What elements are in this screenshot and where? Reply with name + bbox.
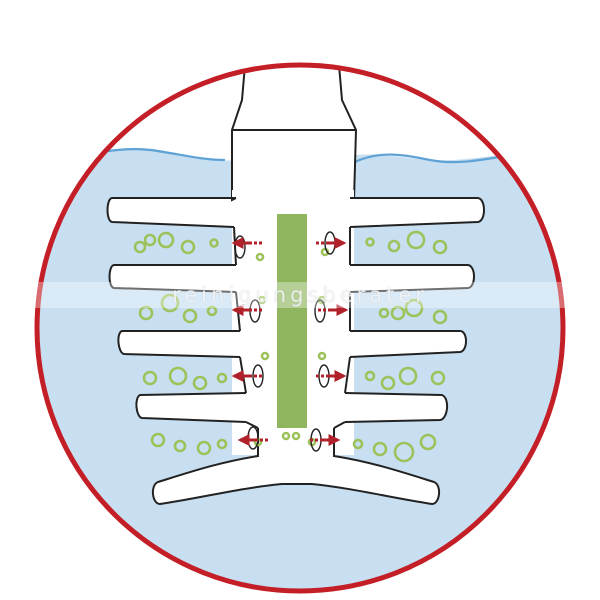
blade-right-4: [344, 392, 448, 423]
air-bubble-icon: [317, 351, 327, 361]
air-bubble-icon: [419, 433, 437, 451]
air-bubble-icon: [406, 230, 426, 250]
air-bubble-icon: [398, 366, 418, 386]
air-bubble-icon: [168, 366, 188, 386]
air-bubble-icon: [372, 441, 388, 457]
swirl-icon: [252, 364, 264, 388]
blade-right-3: [349, 330, 467, 358]
air-bubble-icon: [133, 240, 147, 254]
air-bubble-icon: [143, 233, 157, 247]
air-bubble-icon: [206, 305, 218, 317]
blade-left-1: [106, 197, 236, 228]
air-bubble-icon: [365, 237, 375, 247]
air-bubble-icon: [393, 441, 415, 463]
air-bubble-icon: [432, 239, 448, 255]
air-bubble-icon: [173, 439, 187, 453]
air-bubble-icon: [150, 432, 166, 448]
air-bubble-icon: [291, 431, 301, 441]
blade-left-4: [135, 392, 247, 423]
blade-left-3: [117, 330, 241, 358]
flow-arrows: [231, 237, 349, 446]
air-bubble-icon: [180, 239, 196, 255]
brush-blades: [106, 197, 485, 506]
blade-bottom: [152, 428, 440, 506]
air-bubble-icon: [192, 375, 208, 391]
air-bubble-icon: [364, 370, 376, 382]
air-bubble-icon: [430, 370, 446, 386]
air-bubble-icon: [255, 252, 265, 262]
air-bubble-icon: [216, 372, 228, 384]
cleaning-pad: [277, 214, 307, 428]
air-bubble-icon: [216, 438, 228, 450]
air-bubble-icon: [260, 351, 270, 361]
air-bubble-icon: [432, 309, 448, 325]
air-bubble-icon: [157, 231, 175, 249]
air-bubble-icon: [257, 295, 267, 305]
air-bubble-icon: [352, 438, 364, 450]
air-bubble-icon: [209, 238, 219, 248]
air-bubble-icon: [380, 375, 396, 391]
air-bubble-icon: [138, 305, 154, 321]
blade-left-2: [108, 264, 237, 293]
bubble-group: [133, 230, 448, 463]
brush-handle: [231, 65, 358, 201]
air-bubble-icon: [378, 307, 390, 319]
air-bubble-icon: [404, 298, 424, 318]
air-bubble-icon: [142, 370, 158, 386]
air-bubble-icon: [196, 440, 212, 456]
air-bubble-icon: [160, 293, 180, 313]
blade-right-1: [349, 197, 485, 228]
air-bubble-icon: [320, 247, 330, 257]
air-bubble-icon: [390, 305, 406, 321]
air-bubble-icon: [182, 308, 198, 324]
air-bubble-icon: [281, 431, 291, 441]
outer-ring: [34, 62, 566, 594]
blade-right-2: [349, 264, 475, 293]
air-bubble-icon: [387, 239, 401, 253]
